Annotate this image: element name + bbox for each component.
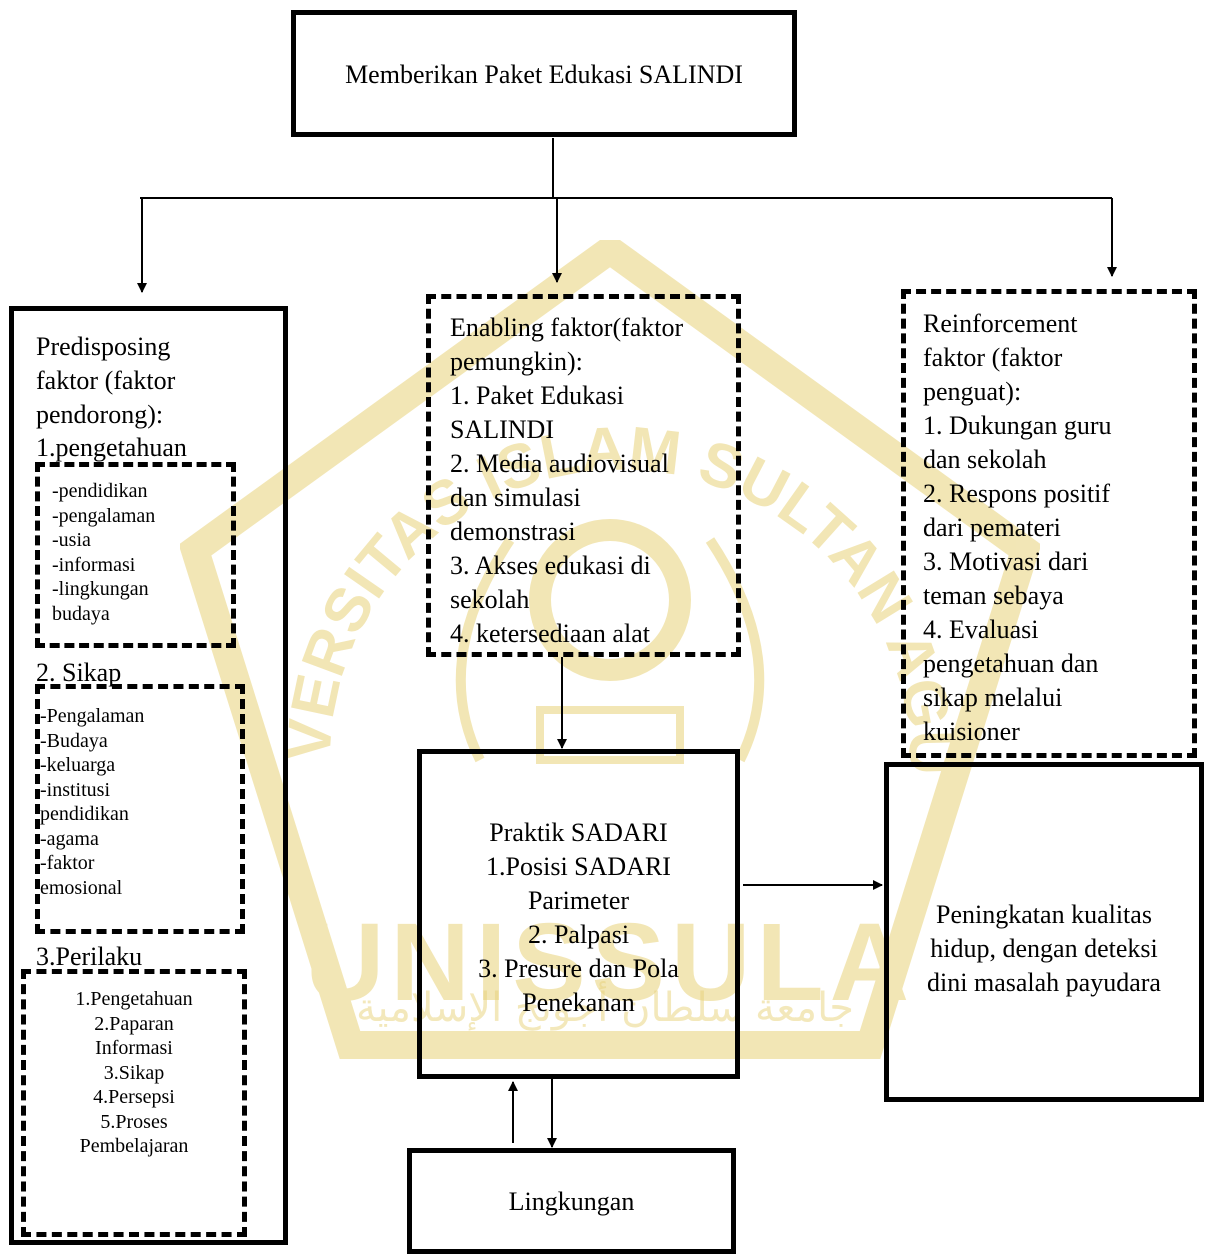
- pengetahuan-box: [35, 462, 236, 648]
- praktik-text: Praktik SADARI 1.Posisi SADARI Parimeter…: [478, 818, 679, 1017]
- pengetahuan-items: -pendidikan -pengalaman -usia -informasi…: [52, 480, 156, 625]
- enabling-text: Enabling faktor(faktor pemungkin): 1. Pa…: [450, 313, 684, 648]
- sikap-label: 2. Sikap: [36, 658, 122, 687]
- predisposing-box: [9, 306, 288, 1245]
- pengetahuan-label: 1.pengetahuan: [36, 433, 187, 462]
- perilaku-label: 3.Perilaku: [36, 942, 143, 971]
- perilaku-box: [21, 969, 247, 1237]
- enabling-box: [426, 294, 741, 657]
- reinforcement-text: Reinforcement faktor (faktor penguat): 1…: [923, 309, 1112, 746]
- reinforcement-box: [901, 289, 1197, 758]
- perilaku-items: 1.Pengetahuan 2.Paparan Informasi 3.Sika…: [75, 988, 193, 1157]
- lingkungan-text: Lingkungan: [508, 1187, 635, 1216]
- sikap-items: -Pengalaman -Budaya -keluarga -institusi…: [40, 705, 145, 899]
- lingkungan-box: [407, 1148, 736, 1254]
- praktik-box: [417, 749, 740, 1079]
- top-box: [291, 10, 797, 137]
- predisposing-title: Predisposing faktor (faktor pendorong):: [36, 332, 176, 429]
- sikap-box: [35, 684, 245, 934]
- outcome-text: Peningkatan kualitas hidup, dengan detek…: [927, 900, 1161, 997]
- outcome-box: [884, 762, 1204, 1102]
- watermark-arabic: جامعة سلطان أجونج الإسلامية: [355, 985, 855, 1031]
- top-box-text: Memberikan Paket Edukasi SALINDI: [345, 60, 743, 89]
